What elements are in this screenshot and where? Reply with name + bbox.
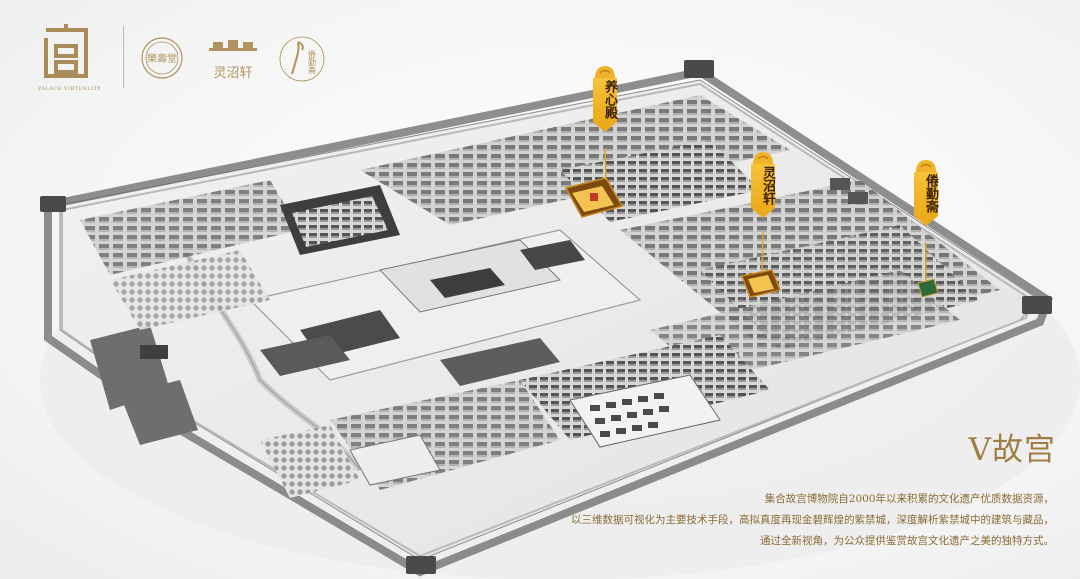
label-juanqinzhai[interactable]: 倦勤斋 [914, 158, 938, 226]
cloud-cap-icon [595, 66, 615, 78]
logo-divider [123, 26, 124, 88]
label-lingzhaoxuan-text: 灵沼轩 [751, 164, 775, 208]
palace-virtuality-logo[interactable]: PALACE VIRTUALITY [38, 22, 102, 92]
label-pointers [604, 147, 927, 282]
description-line-3: 通过全新视角，为公众提供鉴赏故宫文化遗产之美的独特方式。 [760, 535, 1054, 547]
description-line-1: 集合故宫博物院自2000年以来积累的文化遗产优质数据资源， [764, 493, 1054, 505]
page-title: V故宫 [968, 432, 1056, 468]
label-yangxindian-text: 养心殿 [593, 78, 617, 122]
central-axis [248, 229, 642, 386]
description-line-2: 以三维数据可视化为主要技术手段，高拟真度再现金碧辉煌的紫禁城，深度解析紫禁城中的… [571, 514, 1054, 526]
outer-wall [44, 67, 1053, 577]
cloud-cap-icon [753, 152, 773, 164]
label-tip-icon [593, 122, 617, 132]
outer-wall-inner [61, 82, 1034, 558]
seal-logo-icon: 樂壽堂 [141, 37, 183, 79]
cloud-cap-icon [916, 160, 936, 172]
lingzhaoxuan-logo-text: 灵沼轩 [213, 66, 253, 81]
logo-caption: PALACE VIRTUALITY [38, 86, 102, 92]
lingzhaoxuan-logo[interactable]: 灵沼轩 [203, 38, 263, 81]
crane-logo[interactable]: 倦勤斋 [278, 34, 326, 88]
label-tip-icon [751, 208, 775, 218]
crane-icon: 倦勤斋 [279, 36, 325, 82]
yangxindian-highlight[interactable] [564, 177, 624, 218]
south-district [260, 335, 770, 498]
seal-logo[interactable]: 樂壽堂 [140, 36, 184, 84]
pavilion-icon [209, 40, 257, 51]
label-tip-icon [914, 216, 938, 226]
label-juanqinzhai-text: 倦勤斋 [914, 172, 938, 216]
juanqinzhai-highlight[interactable] [917, 278, 939, 298]
crane-logo-text: 倦勤斋 [308, 49, 317, 75]
west-gate [90, 325, 198, 445]
label-lingzhaoxuan[interactable]: 灵沼轩 [751, 150, 775, 218]
palace-seal-icon [44, 24, 88, 78]
east-towers [830, 178, 868, 204]
label-yangxindian[interactable]: 养心殿 [593, 64, 617, 132]
west-district [80, 180, 400, 330]
seal-logo-text: 樂壽堂 [147, 52, 177, 65]
corner-towers [40, 60, 1052, 574]
